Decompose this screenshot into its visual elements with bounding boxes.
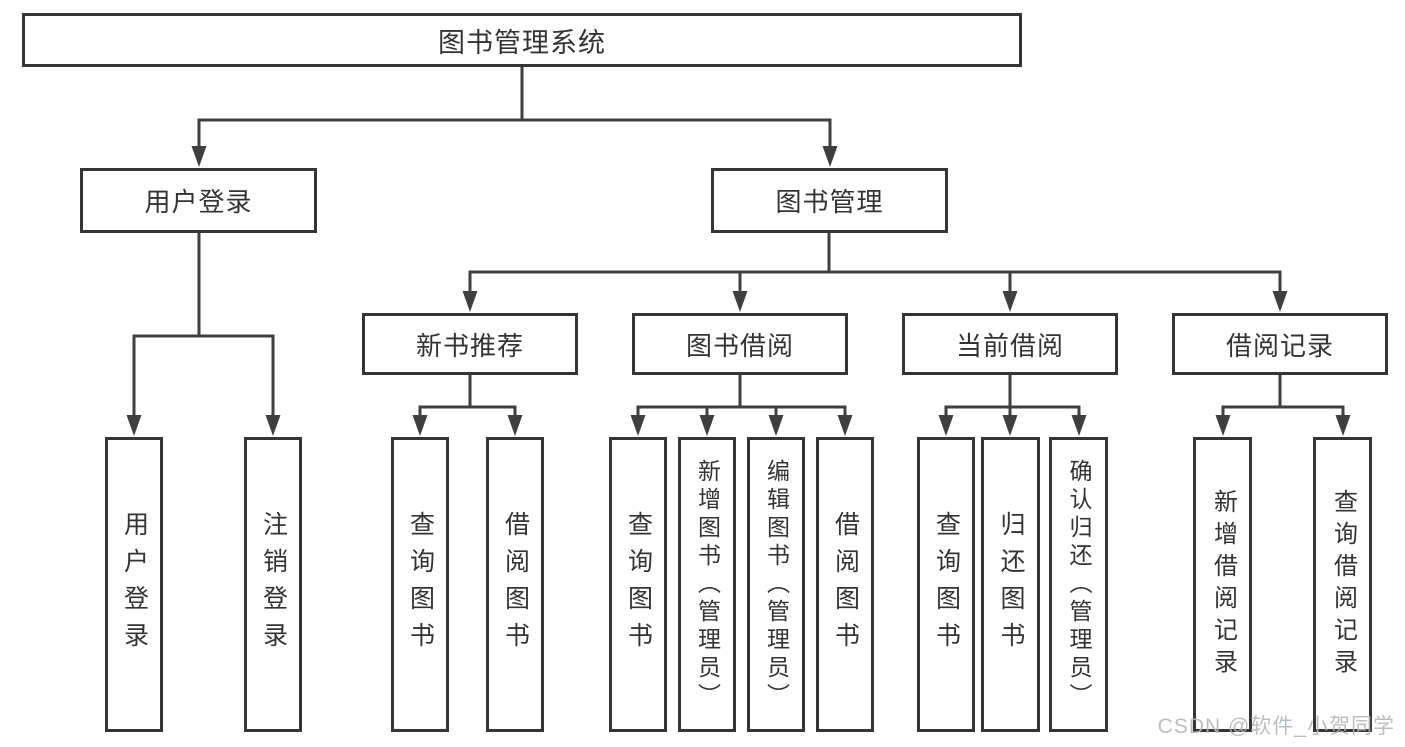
node-query-borrow-record: 查询借阅记录 xyxy=(1313,437,1372,732)
node-current-borrowing: 当前借阅 xyxy=(902,313,1118,375)
node-label: 新增图书（管理员） xyxy=(694,458,721,711)
node-label: 确认归还（管理员） xyxy=(1066,458,1092,711)
node-label: 编辑图书（管理员） xyxy=(763,458,790,711)
node-logout-action: 注销登录 xyxy=(244,437,302,732)
node-label: 借阅图书 xyxy=(831,510,860,659)
node-label: 查询借阅记录 xyxy=(1329,488,1357,681)
node-label: 查询图书 xyxy=(406,510,435,659)
node-label: 用户登录 xyxy=(120,510,149,659)
node-label: 图书管理 xyxy=(775,187,884,217)
node-return-books: 归还图书 xyxy=(981,437,1040,732)
node-user-login-action: 用户登录 xyxy=(105,437,163,732)
node-label: 图书管理系统 xyxy=(438,27,606,58)
node-label: 查询图书 xyxy=(624,510,653,659)
node-label: 新书推荐 xyxy=(415,330,524,361)
node-edit-books-admin: 编辑图书（管理员） xyxy=(747,437,805,732)
node-label: 归还图书 xyxy=(997,510,1025,659)
node-borrow-books: 借阅图书 xyxy=(486,437,544,732)
node-borrow-books: 借阅图书 xyxy=(816,437,874,732)
node-label: 查询图书 xyxy=(932,510,961,659)
node-library-management-system: 图书管理系统 xyxy=(22,13,1022,67)
node-book-management: 图书管理 xyxy=(711,168,948,233)
node-label: 图书借阅 xyxy=(685,330,794,361)
arrowhead-icons xyxy=(126,146,1351,436)
node-user-login: 用户登录 xyxy=(80,168,317,233)
node-label: 新增借阅记录 xyxy=(1209,488,1237,681)
node-add-books-admin: 新增图书（管理员） xyxy=(678,437,736,732)
node-label: 用户登录 xyxy=(144,187,253,217)
node-label: 注销登录 xyxy=(259,510,288,659)
node-query-books: 查询图书 xyxy=(917,437,975,732)
node-label: 借阅图书 xyxy=(501,510,530,659)
node-add-borrow-record: 新增借阅记录 xyxy=(1193,437,1252,732)
node-query-books: 查询图书 xyxy=(609,437,667,732)
node-new-book-recommendation: 新书推荐 xyxy=(362,313,578,375)
node-confirm-return-admin: 确认归还（管理员） xyxy=(1049,437,1108,732)
node-label: 借阅记录 xyxy=(1225,330,1334,361)
connector-paths xyxy=(132,67,1345,420)
watermark: CSDN @软件_小贺同学 xyxy=(1157,715,1395,738)
node-book-borrowing: 图书借阅 xyxy=(632,313,848,375)
node-label: 当前借阅 xyxy=(955,330,1064,361)
node-query-books: 查询图书 xyxy=(391,437,449,732)
node-borrowing-records: 借阅记录 xyxy=(1172,313,1388,375)
